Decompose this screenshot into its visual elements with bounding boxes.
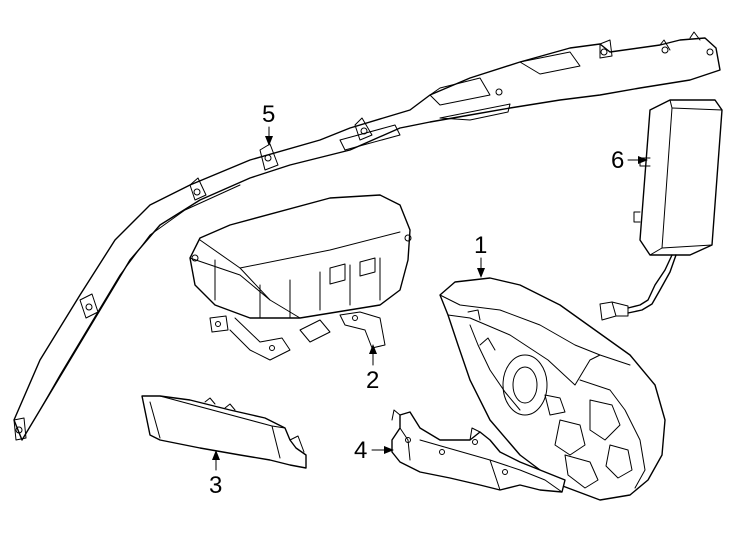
callout-label: 5 bbox=[262, 101, 275, 128]
callout-2: 2 bbox=[366, 344, 379, 394]
callout-4: 4 bbox=[354, 437, 394, 464]
part-3-knee-airbag bbox=[141, 395, 307, 469]
callout-label: 4 bbox=[354, 437, 367, 464]
arrow-head-icon bbox=[638, 156, 648, 164]
part-4-knee-airbag-lower bbox=[391, 409, 566, 493]
part-5-curtain-airbag bbox=[13, 31, 721, 441]
part-2-passenger-airbag bbox=[189, 194, 412, 361]
part-1-driver-airbag bbox=[439, 277, 666, 501]
callout-label: 3 bbox=[209, 472, 222, 499]
arrow-head-icon bbox=[477, 268, 485, 278]
arrow-head-icon bbox=[369, 344, 377, 354]
callout-label: 6 bbox=[611, 147, 624, 174]
callout-label: 2 bbox=[366, 367, 379, 394]
callout-6: 6 bbox=[611, 147, 648, 174]
part-6-side-airbag bbox=[599, 99, 723, 321]
callout-3: 3 bbox=[209, 450, 222, 499]
callout-1: 1 bbox=[474, 232, 487, 278]
callout-label: 1 bbox=[474, 232, 487, 259]
arrow-head-icon bbox=[212, 450, 220, 460]
arrow-head-icon bbox=[265, 136, 273, 146]
arrow-head-icon bbox=[384, 446, 394, 454]
callout-5: 5 bbox=[262, 101, 275, 146]
